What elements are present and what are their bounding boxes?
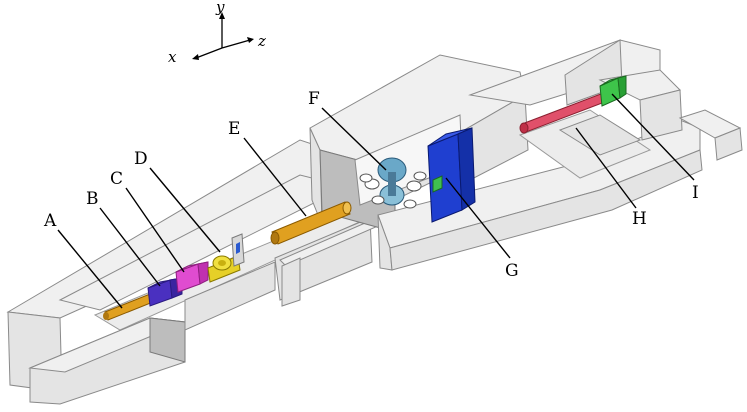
label-f: F [308,89,320,109]
axis-label-y: y [215,0,225,16]
component-c-block [175,261,209,293]
component-e-tube [270,201,352,245]
label-h: H [632,209,647,229]
label-i: I [692,183,699,203]
axis-triad [192,12,254,60]
label-a: A [43,211,57,231]
leader-lines [57,93,695,309]
component-g-detector [427,127,476,223]
axis-label-x: x [168,48,177,66]
component-d-device [207,233,245,283]
axis-label-z: z [257,32,266,50]
label-d: D [134,149,148,169]
label-e: E [228,119,240,139]
label-g: G [505,261,519,281]
component-i-module [599,75,627,107]
labels: A B C D E F G H I [43,89,699,281]
component-b-block [147,277,183,307]
label-c: C [110,169,123,189]
shielding-structure [6,39,743,405]
component-f-chamber [359,157,427,209]
label-b: B [86,189,99,209]
